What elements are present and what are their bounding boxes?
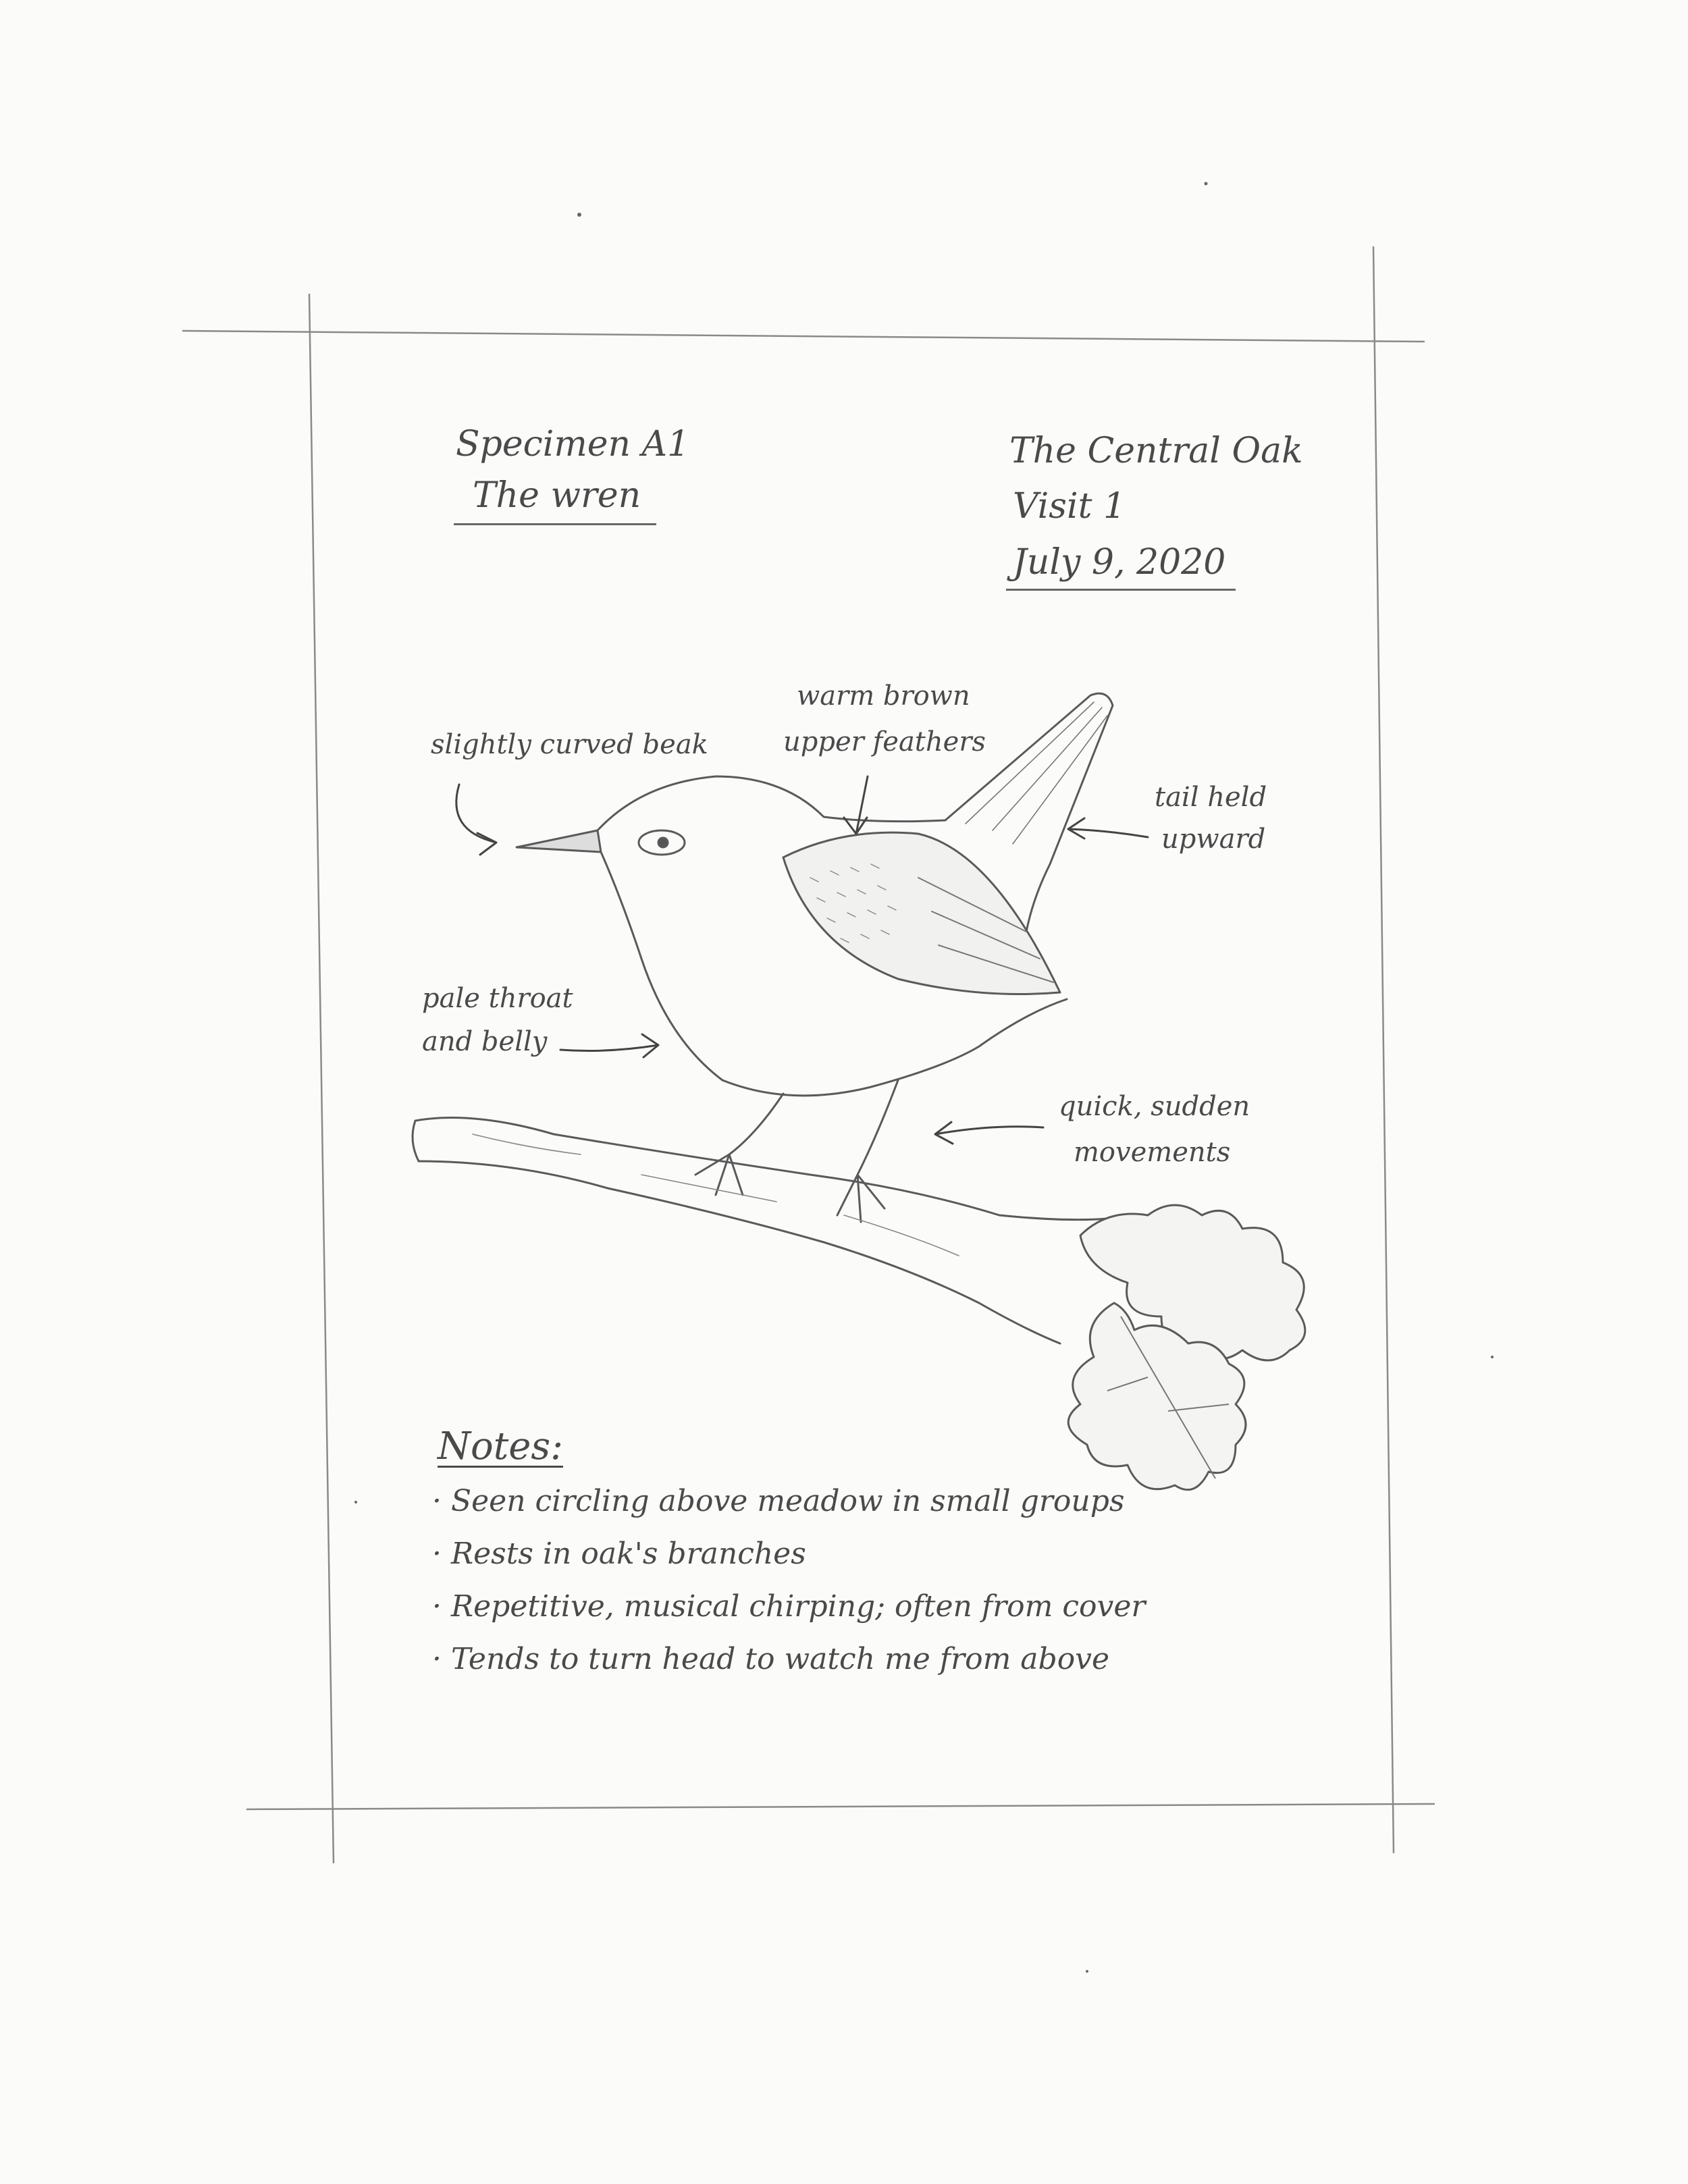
label-beak: slightly curved beak	[431, 729, 708, 760]
specimen-title: Specimen A1	[456, 424, 690, 464]
frame-left-line	[308, 293, 335, 1864]
branch-drawing	[411, 1117, 1109, 1345]
note-text: Repetitive, musical chirping; often from…	[450, 1589, 1146, 1624]
label-feathers-line1: warm brown	[797, 681, 970, 712]
label-tail-line1: tail held	[1155, 782, 1267, 813]
arrow-movement	[934, 1121, 1045, 1145]
arrow-tail	[1067, 817, 1149, 840]
note-item-4: · Tends to turn head to watch me from ab…	[432, 1642, 1110, 1676]
frame-top-line	[182, 329, 1425, 343]
note-item-1: · Seen circling above meadow in small gr…	[432, 1484, 1125, 1518]
arrow-throat	[559, 1033, 660, 1059]
label-feathers-line2: upper feathers	[783, 726, 986, 757]
branch-top-edge	[414, 1117, 1109, 1221]
wren-leg-right	[836, 1079, 899, 1223]
frame-right-line	[1372, 246, 1395, 1854]
arrow-feathers	[843, 775, 869, 835]
frame-bottom-line	[246, 1803, 1435, 1811]
branch-bottom-edge	[417, 1160, 1061, 1345]
note-text: Seen circling above meadow in small grou…	[450, 1484, 1125, 1518]
wren-drawing	[515, 692, 1114, 1223]
note-item-3: · Repetitive, musical chirping; often fr…	[432, 1589, 1146, 1624]
oak-leaf-lower	[1067, 1302, 1247, 1491]
frame-lines	[182, 246, 1435, 1864]
visit-number: Visit 1	[1013, 486, 1126, 527]
label-movement-line2: movements	[1074, 1137, 1231, 1168]
note-text: Tends to turn head to watch me from abov…	[450, 1642, 1110, 1676]
wren-leg-left	[694, 1092, 785, 1196]
notes-list: · Seen circling above meadow in small gr…	[432, 1475, 1145, 1686]
oak-leaf-upper	[1079, 1204, 1307, 1362]
label-throat-line2: and belly	[422, 1026, 548, 1057]
oak-leaves	[1067, 1204, 1307, 1491]
notes-heading: Notes:	[438, 1424, 563, 1468]
note-text: Rests in oak's branches	[450, 1537, 806, 1571]
date-underline	[1006, 589, 1236, 591]
visit-date: July 9, 2020	[1013, 542, 1226, 583]
wren-tail	[944, 692, 1114, 933]
specimen-underline	[454, 523, 656, 525]
wren-beak	[515, 829, 602, 853]
label-throat-line1: pale throat	[422, 983, 573, 1014]
note-item-2: · Rests in oak's branches	[432, 1537, 806, 1571]
paper-specks	[354, 182, 1494, 1973]
callout-arrows	[455, 775, 1149, 1145]
specimen-name: The wren	[473, 475, 641, 516]
wren-head	[596, 775, 947, 832]
arrow-beak	[455, 783, 498, 856]
wren-eye	[637, 829, 686, 856]
label-tail-line2: upward	[1161, 824, 1266, 855]
wren-body-outline	[600, 851, 1068, 1097]
label-movement-line1: quick, sudden	[1059, 1091, 1250, 1122]
location-title: The Central Oak	[1009, 431, 1303, 471]
wren-wing	[782, 831, 1061, 995]
